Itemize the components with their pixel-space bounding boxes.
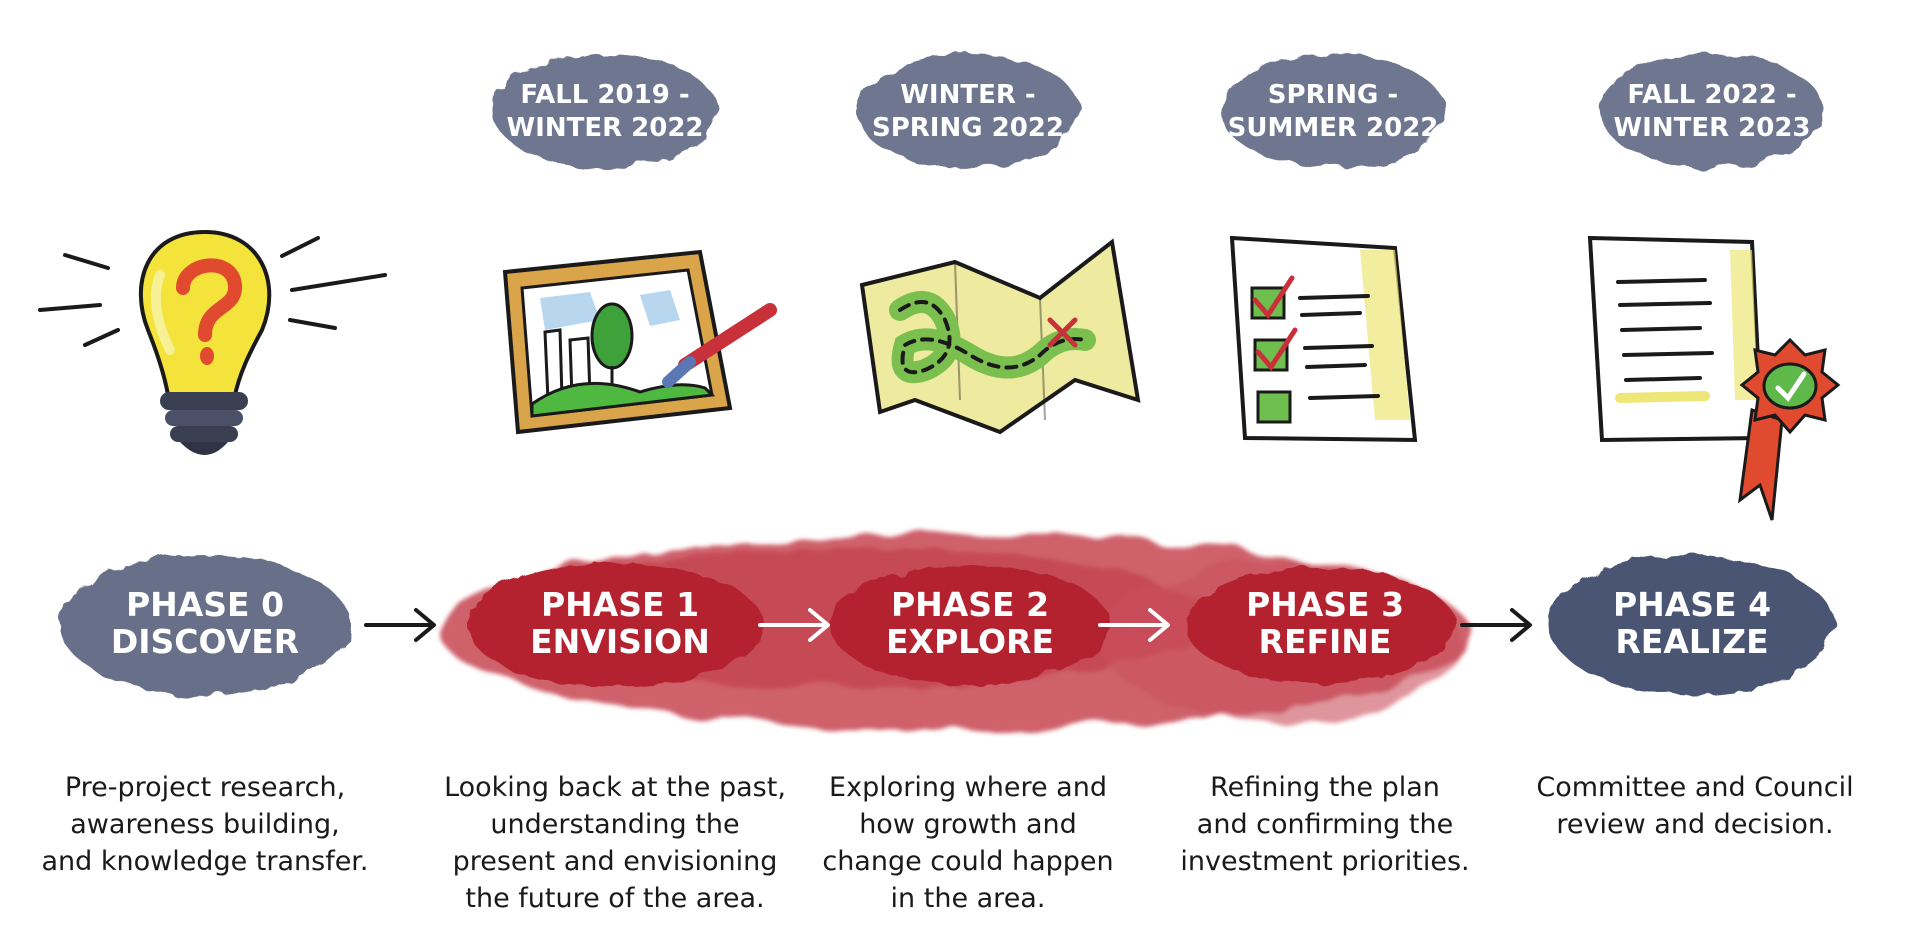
description-line: present and envisioning bbox=[453, 846, 778, 877]
description-line: in the area. bbox=[891, 883, 1046, 914]
phase-blob-2: PHASE 2 EXPLORE bbox=[830, 565, 1110, 685]
phase-label-line: ENVISION bbox=[530, 622, 710, 661]
date-line: FALL 2022 - bbox=[1627, 80, 1796, 110]
arrow-icon bbox=[364, 608, 436, 642]
date-bubble-phase4: FALL 2022 - WINTER 2023 bbox=[1600, 54, 1824, 168]
lightbulb-question-icon bbox=[38, 229, 387, 455]
description-line: and confirming the bbox=[1197, 809, 1453, 840]
date-line: WINTER 2022 bbox=[506, 113, 703, 143]
phase-label-line: DISCOVER bbox=[111, 622, 299, 661]
phase-label-line: PHASE 0 bbox=[126, 585, 284, 624]
phase-label-line: PHASE 3 bbox=[1246, 585, 1404, 624]
description-line: change could happen bbox=[822, 846, 1113, 877]
painting-frame-icon bbox=[502, 249, 777, 435]
phase-label-line: REALIZE bbox=[1615, 622, 1768, 661]
phase-description-2: Exploring where and how growth and chang… bbox=[822, 772, 1113, 914]
phase-blob-1: PHASE 1 ENVISION bbox=[467, 563, 763, 687]
date-line: FALL 2019 - bbox=[520, 80, 689, 110]
description-line: how growth and bbox=[859, 809, 1077, 840]
arrow-icon bbox=[1460, 608, 1532, 642]
arrow-icon bbox=[1098, 608, 1170, 642]
date-bubble-phase3: SPRING - SUMMER 2022 bbox=[1221, 54, 1445, 168]
phase-description-4: Committee and Council review and decisio… bbox=[1536, 772, 1853, 840]
phase-description-3: Refining the plan and confirming the inv… bbox=[1180, 772, 1469, 877]
phase-descriptions: Pre-project research, awareness building… bbox=[41, 772, 1853, 914]
phase-blob-3: PHASE 3 REFINE bbox=[1185, 567, 1455, 683]
description-line: Exploring where and bbox=[829, 772, 1107, 803]
certificate-ribbon-icon bbox=[1587, 235, 1841, 521]
description-line: the future of the area. bbox=[465, 883, 764, 914]
description-line: Refining the plan bbox=[1210, 772, 1440, 803]
date-line: WINTER 2023 bbox=[1613, 113, 1810, 143]
treasure-map-icon bbox=[859, 238, 1141, 435]
arrow-icon bbox=[758, 608, 830, 642]
phase-description-1: Looking back at the past, understanding … bbox=[444, 772, 786, 914]
arrows bbox=[364, 608, 1532, 642]
phase-label-line: EXPLORE bbox=[886, 622, 1054, 661]
description-line: Pre-project research, bbox=[65, 772, 345, 803]
date-line: WINTER - bbox=[900, 80, 1035, 110]
date-line: SPRING 2022 bbox=[872, 113, 1064, 143]
date-line: SPRING - bbox=[1268, 80, 1398, 110]
description-line: Committee and Council bbox=[1536, 772, 1853, 803]
date-bubbles: FALL 2019 - WINTER 2022 WINTER - SPRING … bbox=[493, 54, 1824, 168]
phase-blob-4: PHASE 4 REALIZE bbox=[1550, 555, 1834, 695]
phase-blobs: PHASE 0 DISCOVER PHASE 1 ENVISION PHASE … bbox=[60, 555, 1834, 695]
description-line: investment priorities. bbox=[1180, 846, 1469, 877]
phase-blob-0: PHASE 0 DISCOVER bbox=[60, 555, 350, 695]
description-line: understanding the bbox=[490, 809, 739, 840]
date-line: SUMMER 2022 bbox=[1228, 113, 1439, 143]
description-line: awareness building, bbox=[70, 809, 339, 840]
phase-label-line: PHASE 4 bbox=[1613, 585, 1771, 624]
checklist-icon bbox=[1229, 235, 1418, 443]
date-bubble-phase1: FALL 2019 - WINTER 2022 bbox=[493, 54, 717, 168]
phase-label-line: PHASE 2 bbox=[891, 585, 1049, 624]
description-line: review and decision. bbox=[1556, 809, 1833, 840]
description-line: Looking back at the past, bbox=[444, 772, 786, 803]
phase-label-line: PHASE 1 bbox=[541, 585, 699, 624]
phase-label-line: REFINE bbox=[1259, 622, 1392, 661]
phase-description-0: Pre-project research, awareness building… bbox=[41, 772, 368, 877]
description-line: and knowledge transfer. bbox=[41, 846, 368, 877]
date-bubble-phase2: WINTER - SPRING 2022 bbox=[856, 54, 1080, 168]
